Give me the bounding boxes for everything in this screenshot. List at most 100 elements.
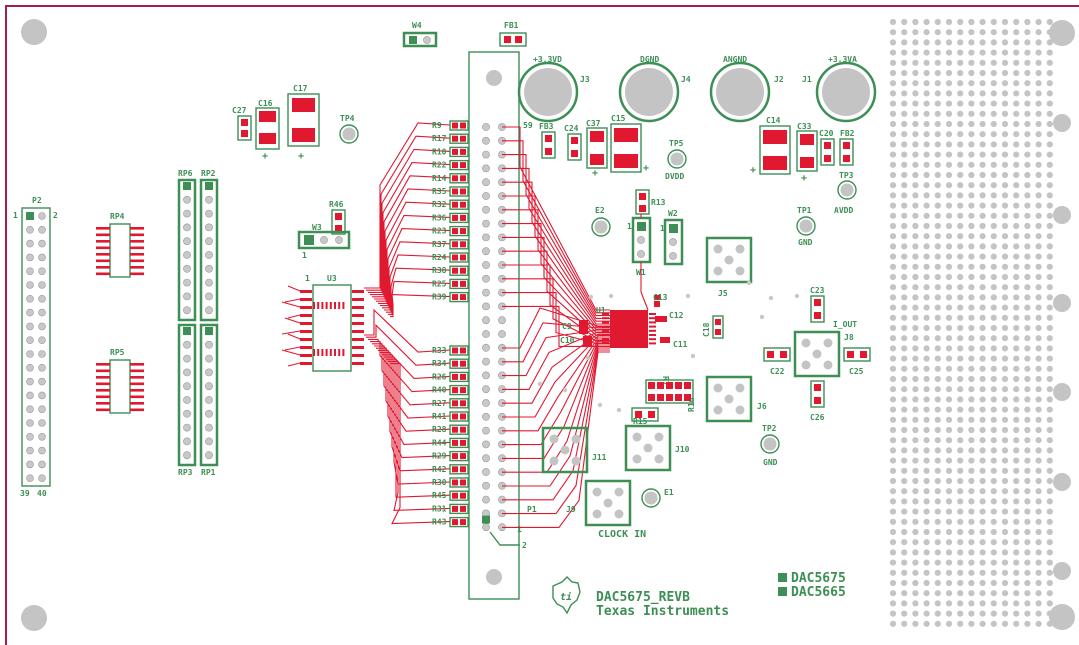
jack-j3: +3.3VD J3 — [517, 55, 590, 123]
svg-text:RP1: RP1 — [201, 468, 216, 477]
cap-c20: C20 — [819, 129, 835, 166]
testpoint-tp3: TP3 AVDD — [834, 171, 857, 215]
svg-text:C14: C14 — [766, 116, 781, 125]
signal-traces — [281, 122, 649, 528]
svg-text:GND: GND — [798, 238, 813, 247]
connector-j9: J9 CLOCK IN — [566, 479, 646, 540]
label-w4: W4 — [412, 21, 422, 30]
resistor-label: R42 — [432, 465, 447, 474]
svg-text:RP5: RP5 — [110, 348, 125, 357]
cap-c13: C13 — [653, 293, 668, 307]
cap-c14: C14 + — [750, 116, 791, 176]
resistor-block-r7-r16: R7 R16 — [645, 376, 696, 412]
option-dac5665: DAC5665 — [791, 585, 846, 600]
jumper-w2: 1 W2 — [660, 209, 684, 266]
svg-text:RP6: RP6 — [178, 169, 193, 178]
jack-j1: +3.3VA J1 — [802, 55, 877, 123]
svg-text:C18: C18 — [702, 322, 711, 337]
chip-u3: U3 1 — [300, 274, 364, 372]
svg-text:J11: J11 — [592, 453, 607, 462]
svg-text:R15: R15 — [633, 417, 648, 426]
svg-text:+: + — [592, 168, 598, 179]
resistor-label: R31 — [432, 504, 447, 513]
cap-c25: C25 — [843, 347, 871, 376]
svg-text:C10: C10 — [560, 336, 575, 345]
jack-j2: ANGND J2 — [709, 55, 784, 123]
svg-text:ti: ti — [560, 591, 572, 603]
ti-logo: ti — [552, 576, 581, 615]
svg-text:E2: E2 — [595, 206, 605, 215]
resistor-label: R9 — [432, 121, 442, 130]
resistor-label: R37 — [432, 240, 447, 249]
label-fb1: FB1 — [504, 21, 519, 30]
svg-text:J6: J6 — [757, 402, 767, 411]
testpoint-tp5: TP5 DVDD — [665, 139, 687, 181]
mounting-hole — [1049, 604, 1075, 630]
mounting-hole — [21, 605, 47, 631]
resistor-label: R23 — [432, 227, 447, 236]
svg-text:C15: C15 — [611, 114, 626, 123]
label-p1: P1 — [527, 505, 537, 514]
svg-text:I_OUT: I_OUT — [833, 320, 857, 329]
svg-text:R16: R16 — [687, 397, 696, 412]
company-name: Texas Instruments — [596, 604, 729, 619]
svg-text:W3: W3 — [312, 223, 322, 232]
grid-large-hole — [1053, 206, 1071, 224]
svg-text:R46: R46 — [329, 200, 344, 209]
resistor-label: R14 — [432, 174, 447, 183]
resistor-label: R10 — [432, 147, 447, 156]
resistor-label: R35 — [432, 187, 447, 196]
svg-text:TP5: TP5 — [669, 139, 684, 148]
svg-text:P2: P2 — [32, 196, 42, 205]
resistor-pack-rp5: RP5 — [96, 348, 144, 414]
option-box-dac5675 — [778, 573, 787, 582]
board-name: DAC5675_REVB — [596, 590, 690, 605]
resistor-pack-rp4: RP4 — [96, 212, 144, 278]
testpoint-tp4: TP4 — [339, 114, 359, 144]
svg-text:C12: C12 — [669, 311, 684, 320]
ferrite-fb2: FB2 — [839, 129, 855, 166]
cap-c23: C23 — [810, 286, 825, 323]
svg-text:RP2: RP2 — [201, 169, 216, 178]
label-59: 59 — [523, 121, 533, 130]
connector-j11: J11 — [541, 426, 607, 474]
svg-text:C22: C22 — [770, 367, 785, 376]
svg-text:C33: C33 — [797, 122, 812, 131]
cap-c37: C37 + — [586, 119, 608, 179]
svg-text:1: 1 — [13, 211, 18, 220]
svg-text:C37: C37 — [586, 119, 601, 128]
svg-text:C25: C25 — [849, 367, 864, 376]
connector-p2: P2 1 2 39 40 — [13, 196, 58, 498]
svg-text:TP2: TP2 — [762, 424, 777, 433]
svg-text:GND: GND — [763, 458, 778, 467]
cap-c26: C26 — [810, 380, 825, 422]
svg-text:+: + — [298, 151, 304, 162]
resistor-r46: R46 — [329, 200, 346, 235]
resistor-label: R39 — [432, 293, 447, 302]
resistor-label: R28 — [432, 425, 447, 434]
resistor-label: R27 — [432, 399, 447, 408]
svg-text:C9: C9 — [562, 322, 572, 331]
svg-text:C20: C20 — [819, 129, 834, 138]
svg-text:C17: C17 — [293, 84, 308, 93]
svg-text:U1: U1 — [596, 306, 606, 315]
resistor-label: R24 — [432, 253, 447, 262]
resistor-label: R44 — [432, 438, 447, 447]
label-p1-pin1: 1 — [517, 525, 522, 534]
resistor-label: R26 — [432, 372, 447, 381]
connector-j5: J5 — [705, 236, 753, 298]
svg-text:J9: J9 — [566, 505, 576, 514]
resistor-label: R38 — [432, 266, 447, 275]
ferrite-fb1 — [499, 32, 527, 47]
cap-c22: C22 — [763, 347, 791, 376]
jumper-w3: W3 1 — [297, 223, 351, 260]
cap-c9: C9 — [562, 320, 588, 334]
svg-text:C11: C11 — [673, 340, 688, 349]
svg-text:AVDD: AVDD — [834, 206, 853, 215]
grid-large-hole — [1053, 562, 1071, 580]
cap-c15: C15 + — [610, 114, 649, 174]
resistor-label: R32 — [432, 200, 447, 209]
series-resistors-bottom: R33R34R26R40R27R41R28R44R29R42R30R45R31R… — [432, 345, 469, 528]
vias — [537, 280, 800, 413]
grid-large-hole — [1053, 473, 1071, 491]
